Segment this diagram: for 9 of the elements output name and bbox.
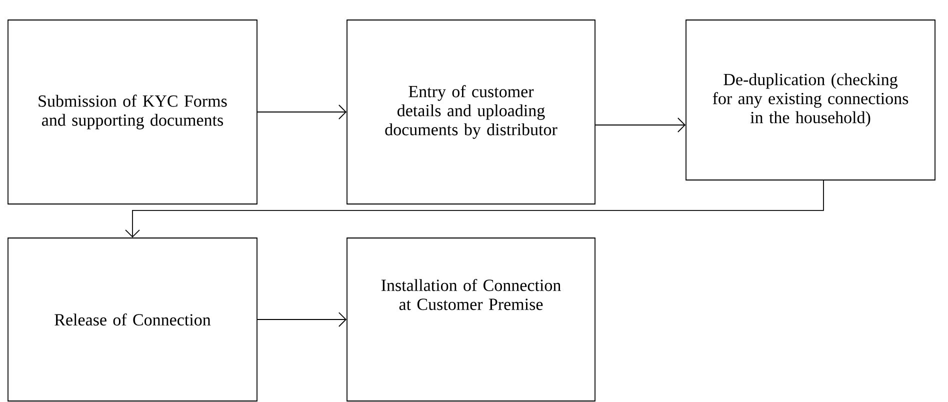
arrow bbox=[257, 312, 347, 327]
process-box: Release of Connection bbox=[8, 238, 258, 402]
process-box: Entry of customer details and uploading documents by distributor bbox=[346, 20, 596, 204]
arrow bbox=[595, 118, 686, 132]
process-box: Installation of Connection at Customer Premise bbox=[346, 238, 596, 402]
process-box: De-duplication (checking for any existing connections in the household) bbox=[686, 20, 936, 180]
process-box: Submission of KYC Forms and supporting documents bbox=[8, 20, 258, 204]
arrow bbox=[125, 180, 824, 238]
arrow bbox=[257, 104, 347, 120]
